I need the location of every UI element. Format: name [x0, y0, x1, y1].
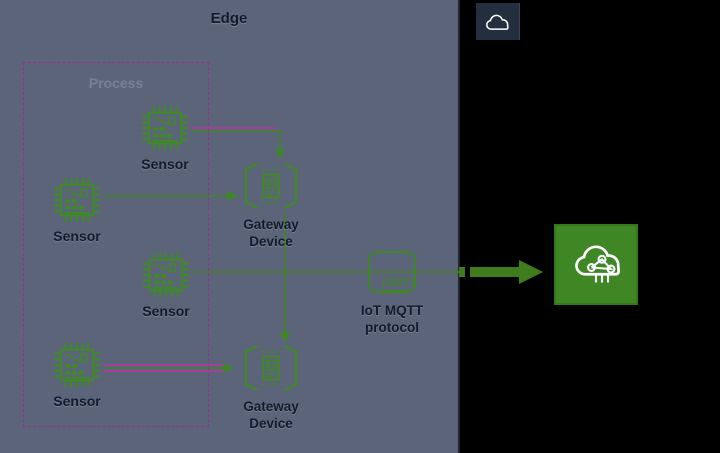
node-sensor-2[interactable]: Sensor: [37, 177, 117, 245]
process-group-label: Process: [88, 75, 144, 91]
gateway-label-line1: Gateway: [243, 399, 299, 414]
sensor-label: Sensor: [141, 156, 189, 172]
cloud-glyph-icon: [485, 14, 509, 30]
node-sensor-4[interactable]: Sensor: [37, 342, 117, 410]
mqtt-label-line1: IoT MQTT: [360, 303, 424, 318]
gateway-device-icon: [244, 344, 298, 392]
mqtt-label-line2: protocol: [364, 320, 419, 335]
gateway-device-icon: [244, 162, 298, 210]
gateway-label-line2: Device: [249, 416, 293, 431]
sensor-chip-icon: [54, 342, 100, 388]
sensor-chip-icon: [54, 177, 100, 223]
node-sensor-1[interactable]: Sensor: [125, 105, 205, 173]
sensor-chip-icon: [143, 252, 189, 298]
gateway-label-line2: Device: [249, 234, 293, 249]
mqtt-badge: MQTT: [383, 279, 413, 291]
thick-arrowhead-iot-core: [519, 260, 543, 284]
node-gateway-2[interactable]: Gateway Device: [225, 343, 317, 432]
sensor-label: Sensor: [53, 393, 101, 409]
sensor-label: Sensor: [53, 228, 101, 244]
mqtt-protocol-icon: MQTT: [368, 251, 416, 293]
gateway-label-line1: Gateway: [243, 217, 299, 232]
edge-region-title: Edge: [210, 10, 248, 27]
aws-cloud-icon[interactable]: [476, 3, 520, 40]
sensor-chip-icon: [142, 105, 188, 151]
iot-core-glyph-icon: [575, 245, 620, 283]
node-sensor-3[interactable]: Sensor: [126, 252, 206, 320]
sensor-label: Sensor: [142, 303, 190, 319]
process-group-box[interactable]: Process: [23, 62, 209, 427]
node-iot-mqtt-protocol[interactable]: MQTT IoT MQTT protocol: [344, 251, 440, 336]
node-gateway-1[interactable]: Gateway Device: [225, 161, 317, 250]
aws-iot-core-icon[interactable]: [554, 224, 638, 305]
